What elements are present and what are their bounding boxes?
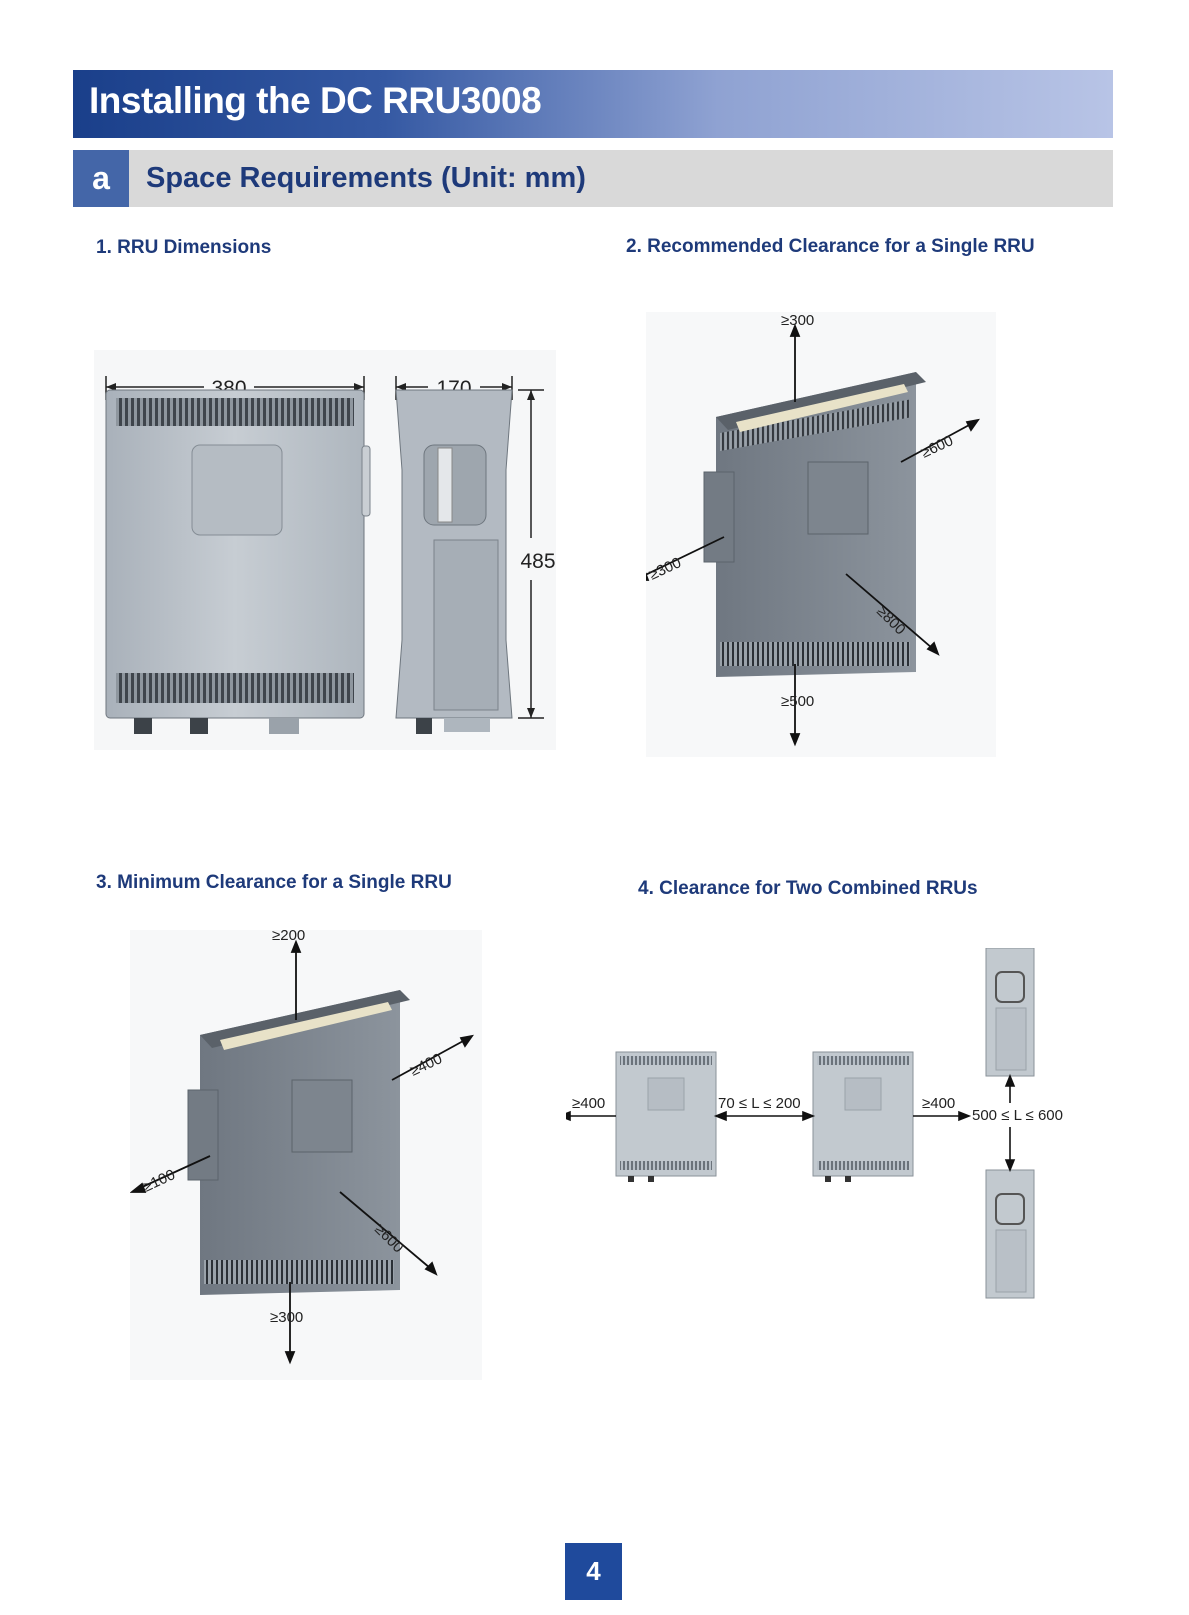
rru-front-unit-1 <box>616 1052 716 1182</box>
rru-front-unit-2 <box>813 1052 913 1182</box>
rru-side-unit-bottom <box>986 1170 1034 1298</box>
label-top: ≥200 <box>272 930 305 944</box>
section-header: a Space Requirements (Unit: mm) <box>73 150 1113 207</box>
rru-isometric-body <box>188 990 410 1295</box>
label-between: 70 ≤ L ≤ 200 <box>718 1095 801 1112</box>
label-vertical: 500 ≤ L ≤ 600 <box>972 1107 1063 1124</box>
figure-1-caption: 1. RRU Dimensions <box>96 237 271 259</box>
figure-minimum-clearance: ≥200 ≥400 ≥100 ≥600 ≥300 <box>130 930 490 1385</box>
label-bottom: ≥300 <box>270 1309 303 1326</box>
figure-rru-dimensions: 380 170 <box>94 350 574 755</box>
height-label: 485 <box>520 550 555 573</box>
label-top: ≥300 <box>781 312 814 329</box>
section-title: Space Requirements (Unit: mm) <box>146 162 586 195</box>
label-left: ≥400 <box>572 1095 605 1112</box>
page-title: Installing the DC RRU3008 <box>89 80 541 122</box>
figure-4-caption: 4. Clearance for Two Combined RRUs <box>638 878 978 900</box>
section-letter-badge: a <box>73 150 129 207</box>
rru-side-view <box>396 390 512 734</box>
figure-3-caption: 3. Minimum Clearance for a Single RRU <box>96 872 452 894</box>
rru-front-view <box>106 390 370 734</box>
figure-2-caption: 2. Recommended Clearance for a Single RR… <box>626 236 1035 258</box>
label-right: ≥400 <box>922 1095 955 1112</box>
label-bottom: ≥500 <box>781 693 814 710</box>
rru-side-unit-top <box>986 948 1034 1076</box>
title-bar: Installing the DC RRU3008 <box>73 70 1113 138</box>
figure-recommended-clearance: ≥300 ≥600 ≥300 ≥800 ≥500 <box>646 312 1006 767</box>
figure-combined-clearance: ≥400 70 ≤ L ≤ 200 ≥400 500 ≤ L ≤ 600 <box>566 948 1086 1308</box>
page-number: 4 <box>565 1543 622 1600</box>
